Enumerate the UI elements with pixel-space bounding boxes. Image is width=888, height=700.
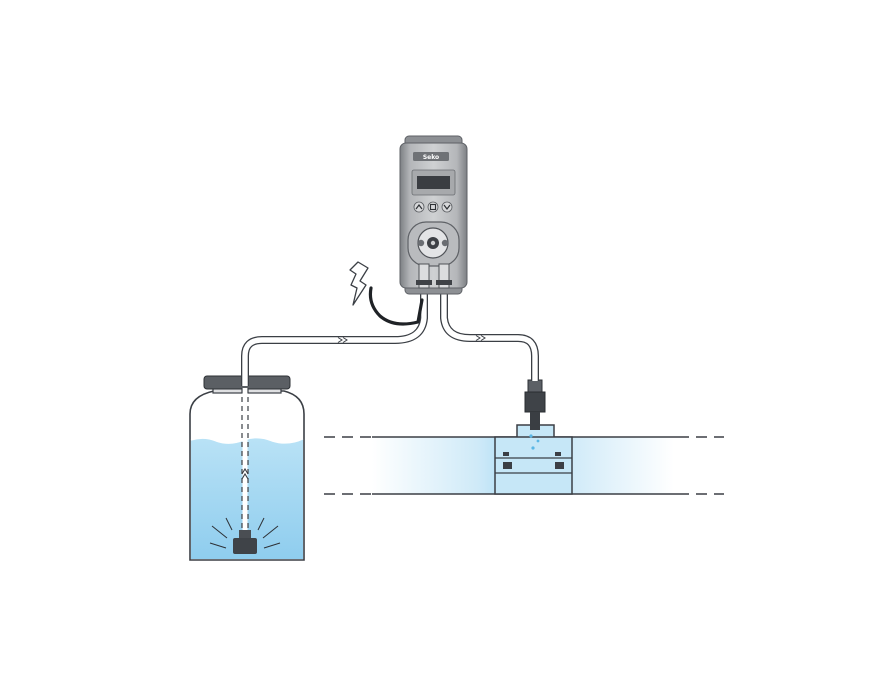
pump-fitting-clip [436, 280, 452, 285]
foot-valve-ray [211, 525, 228, 539]
suction-hose-inner [242, 286, 427, 386]
menu-square-icon[interactable] [427, 201, 439, 213]
flow-arrow-icon [337, 337, 348, 343]
chevron-down-icon[interactable] [441, 201, 453, 213]
suction-hose-outline [241, 286, 428, 386]
injection-droplet [536, 439, 540, 443]
pump-head-center [430, 240, 436, 246]
foot-valve-ray [262, 525, 279, 539]
power-supply [349, 261, 424, 326]
pump-head-roller [417, 239, 425, 247]
pump-fitting-clip [416, 280, 432, 285]
discharge-hose [440, 286, 539, 381]
flow-arrow-icon [241, 467, 249, 480]
foot-valve-ray [263, 542, 281, 549]
flow-arrow-icon [475, 335, 486, 341]
pump-discharge-fitting [438, 263, 450, 289]
foot-valve [209, 517, 281, 554]
chevron-up-icon[interactable] [413, 201, 425, 213]
discharge-hose-inner [441, 286, 538, 381]
injection-valve [524, 379, 546, 450]
injection-valve-nut [527, 379, 543, 393]
pump-head-roller [441, 239, 449, 247]
foot-valve-ray [225, 517, 233, 531]
tee-bolt [555, 462, 564, 469]
foot-valve-top [239, 530, 251, 538]
injection-valve-body [524, 391, 546, 413]
pump-display [417, 176, 450, 189]
peristaltic-dosing-pump: Seko [399, 135, 468, 295]
injection-tee [494, 424, 573, 495]
foot-valve-ray [257, 517, 265, 531]
injection-droplet [529, 434, 533, 438]
foot-valve-ray [209, 542, 227, 549]
power-cable [368, 286, 424, 326]
pump-brand-label [413, 152, 449, 161]
pump-suction-fitting [418, 263, 430, 289]
injection-valve-stem [530, 412, 540, 430]
tee-bolt [555, 452, 561, 456]
suction-hose [241, 286, 428, 386]
injection-droplet [531, 446, 535, 450]
foot-valve-body [233, 538, 257, 554]
tee-bolt [503, 452, 509, 456]
tee-bolt [503, 462, 512, 469]
chemical-tank [189, 375, 305, 561]
pump-brand-text: Seko [423, 154, 439, 161]
lightning-bolt-icon [349, 261, 369, 306]
